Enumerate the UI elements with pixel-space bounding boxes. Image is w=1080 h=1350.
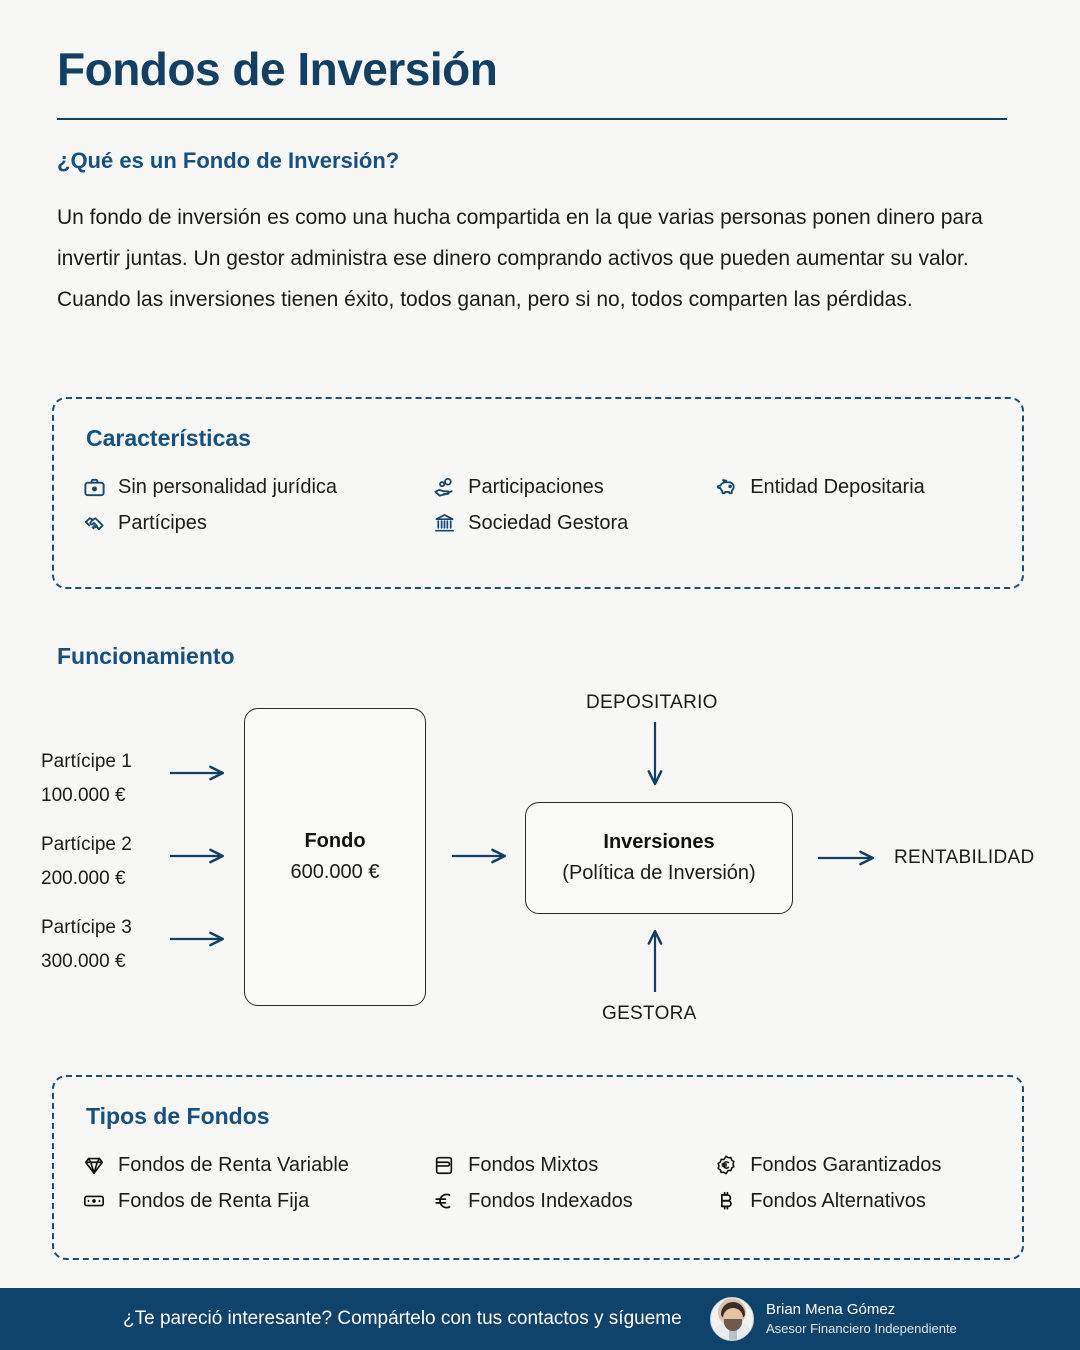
caracteristicas-spacer <box>714 511 1006 535</box>
fondo-box: Fondo 600.000 € <box>244 708 426 1006</box>
caracteristicas-row-2: Partícipes Sociedad Gestora <box>82 511 1006 535</box>
inversiones-box: Inversiones (Política de Inversión) <box>525 802 793 914</box>
tipo-indexados: Fondos Indexados <box>432 1189 714 1213</box>
gestora-label: GESTORA <box>602 1003 697 1024</box>
euro-icon <box>432 1189 456 1213</box>
profile-text-block: Brian Mena Gómez Asesor Financiero Indep… <box>766 1300 957 1338</box>
rentabilidad-label: RENTABILIDAD <box>894 847 1035 868</box>
tipo-label: Fondos Garantizados <box>750 1154 942 1176</box>
participe-1: Partícipe 1 100.000 € <box>41 745 132 813</box>
participe-name: Partícipe 2 <box>41 834 132 855</box>
caracteristica-label: Partícipes <box>118 512 207 534</box>
tipos-title: Tipos de Fondos <box>86 1103 270 1129</box>
profile-name: Brian Mena Gómez <box>766 1301 896 1318</box>
participe-name: Partícipe 3 <box>41 917 132 938</box>
caracteristica-sin-personalidad-juridica: Sin personalidad jurídica <box>82 475 432 499</box>
participe-name: Partícipe 1 <box>41 751 132 772</box>
tipos-row-1: Fondos de Renta Variable Fondos Mixtos <box>82 1153 1006 1177</box>
tipo-renta-fija: Fondos de Renta Fija <box>82 1189 432 1213</box>
tipos-row-2: Fondos de Renta Fija Fondos Indexados <box>82 1189 1006 1213</box>
footer-cta: ¿Te pareció interesante? Compártelo con … <box>123 1308 682 1329</box>
caracteristica-participaciones: Participaciones <box>432 475 714 499</box>
inversiones-sublabel: (Política de Inversión) <box>562 862 756 884</box>
avatar <box>710 1297 754 1341</box>
caracteristicas-panel: Características Sin personalidad jurídic… <box>52 397 1024 589</box>
caracteristicas-title: Características <box>86 425 251 451</box>
caracteristica-sociedad-gestora: Sociedad Gestora <box>432 511 714 535</box>
tipo-garantizados: Fondos Garantizados <box>714 1153 1006 1177</box>
depositario-label: DEPOSITARIO <box>586 692 718 713</box>
bitcoin-icon <box>714 1189 738 1213</box>
intro-paragraph: Un fondo de inversión es como una hucha … <box>57 206 983 311</box>
tipo-renta-variable: Fondos de Renta Variable <box>82 1153 432 1177</box>
tipos-grid: Fondos de Renta Variable Fondos Mixtos <box>82 1153 1006 1225</box>
tipo-mixtos: Fondos Mixtos <box>432 1153 714 1177</box>
caracteristica-label: Sociedad Gestora <box>468 512 629 534</box>
caracteristica-label: Sin personalidad jurídica <box>118 476 338 498</box>
hand-coin-icon <box>432 475 456 499</box>
caracteristica-label: Entidad Depositaria <box>750 476 925 498</box>
participe-2: Partícipe 2 200.000 € <box>41 828 132 896</box>
participe-amount: 200.000 € <box>41 868 126 889</box>
caracteristicas-row-1: Sin personalidad jurídica Participacione… <box>82 475 1006 499</box>
handshake-icon <box>82 511 106 535</box>
footer-profile[interactable]: Brian Mena Gómez Asesor Financiero Indep… <box>710 1297 957 1341</box>
piggy-bank-icon <box>714 475 738 499</box>
banknote-icon <box>82 1189 106 1213</box>
tipo-alternativos: Fondos Alternativos <box>714 1189 1006 1213</box>
caracteristica-label: Participaciones <box>468 476 604 498</box>
profile-role: Asesor Financiero Independiente <box>766 1321 957 1336</box>
tipo-label: Fondos de Renta Fija <box>118 1190 310 1212</box>
fondo-label: Fondo <box>304 830 366 852</box>
wallet-icon <box>432 1153 456 1177</box>
euro-badge-icon <box>714 1153 738 1177</box>
participe-amount: 100.000 € <box>41 785 126 806</box>
caracteristicas-grid: Sin personalidad jurídica Participacione… <box>82 475 1006 547</box>
tipo-label: Fondos Mixtos <box>468 1154 599 1176</box>
caracteristica-entidad-depositaria: Entidad Depositaria <box>714 475 1006 499</box>
tipo-label: Fondos Alternativos <box>750 1190 926 1212</box>
participe-3: Partícipe 3 300.000 € <box>41 911 132 979</box>
fondo-amount: 600.000 € <box>290 861 380 883</box>
tipo-label: Fondos de Renta Variable <box>118 1154 349 1176</box>
tipo-label: Fondos Indexados <box>468 1190 633 1212</box>
intro-subheading: ¿Qué es un Fondo de Inversión? <box>57 148 400 173</box>
gem-icon <box>82 1153 106 1177</box>
funcionamiento-title: Funcionamiento <box>57 643 235 669</box>
inversiones-label: Inversiones <box>603 831 715 853</box>
participe-amount: 300.000 € <box>41 951 126 972</box>
tipos-panel: Tipos de Fondos Fondos de Renta Variable <box>52 1075 1024 1260</box>
title-divider <box>57 118 1007 120</box>
footer-bar: ¿Te pareció interesante? Compártelo con … <box>0 1288 1080 1350</box>
briefcase-icon <box>82 475 106 499</box>
bank-icon <box>432 511 456 535</box>
caracteristica-participes: Partícipes <box>82 511 432 535</box>
page-title: Fondos de Inversión <box>57 43 498 95</box>
